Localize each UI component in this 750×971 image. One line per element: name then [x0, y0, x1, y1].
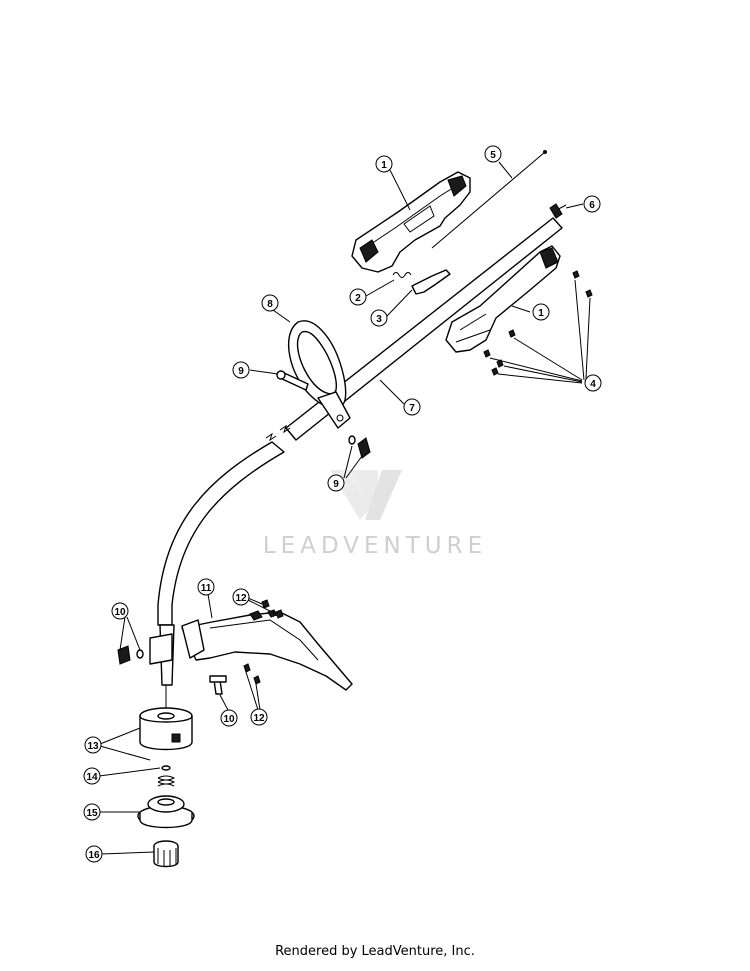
- callout-8[interactable]: 8: [261, 294, 279, 312]
- svg-text:8: 8: [267, 299, 273, 310]
- callout-7[interactable]: 7: [403, 398, 421, 416]
- watermark-text: LEADVENTURE: [263, 533, 487, 559]
- callout-1-lower[interactable]: 1: [532, 303, 550, 321]
- svg-text:13: 13: [87, 741, 99, 752]
- part-14-spring: [157, 765, 176, 787]
- callout-9-upper[interactable]: 9: [232, 361, 250, 379]
- callout-12-upper[interactable]: 12: [232, 588, 250, 606]
- part-13-spool-housing: [139, 707, 193, 751]
- callout-13[interactable]: 13: [84, 736, 102, 754]
- svg-text:12: 12: [235, 593, 247, 604]
- part-3-trigger: [411, 269, 451, 295]
- svg-text:15: 15: [86, 808, 98, 819]
- part-5-cable: [431, 150, 547, 249]
- part-7-shaft-straight: [285, 203, 567, 441]
- svg-text:16: 16: [88, 850, 100, 861]
- leader-lines: [98, 161, 591, 855]
- svg-text:11: 11: [201, 583, 212, 594]
- svg-text:6: 6: [589, 200, 595, 211]
- callout-4[interactable]: 4: [584, 374, 602, 392]
- part-9-wing-nut-washer: [348, 435, 371, 459]
- part-15-spool: [137, 795, 195, 829]
- part-12-screws: [243, 599, 284, 685]
- part-11-guard: [181, 609, 353, 691]
- callout-12-lower[interactable]: 12: [250, 708, 268, 726]
- callout-3[interactable]: 3: [370, 309, 388, 327]
- svg-text:10: 10: [114, 607, 126, 618]
- svg-text:3: 3: [376, 314, 382, 325]
- part-16-bump-knob: [153, 840, 179, 868]
- svg-text:5: 5: [490, 150, 496, 161]
- svg-text:2: 2: [355, 293, 361, 304]
- svg-text:14: 14: [86, 772, 98, 783]
- svg-text:10: 10: [223, 714, 235, 725]
- svg-text:12: 12: [253, 713, 265, 724]
- part-2-spring: [392, 272, 412, 278]
- svg-text:1: 1: [538, 308, 544, 319]
- callout-1-upper[interactable]: 1: [375, 155, 393, 173]
- shaft-break-lines: [265, 424, 291, 442]
- part-7-shaft-curved: [157, 441, 285, 712]
- callout-16[interactable]: 16: [85, 845, 103, 863]
- part-1-handle-housing-upper: [351, 171, 471, 273]
- part-1-handle-housing-lower: [445, 245, 561, 353]
- svg-text:7: 7: [409, 403, 415, 414]
- part-10-bolt: [209, 675, 227, 695]
- footer-credit: Rendered by LeadVenture, Inc.: [275, 944, 475, 959]
- part-9-bolt: [276, 370, 309, 391]
- callout-6[interactable]: 6: [583, 195, 601, 213]
- part-10-clamp: [117, 633, 173, 665]
- svg-text:4: 4: [590, 379, 596, 390]
- part-4-screws: [483, 270, 593, 376]
- svg-text:1: 1: [381, 160, 387, 171]
- callout-15[interactable]: 15: [83, 803, 101, 821]
- callout-2[interactable]: 2: [349, 288, 367, 306]
- svg-text:9: 9: [333, 479, 339, 490]
- callout-5[interactable]: 5: [484, 145, 502, 163]
- callout-11[interactable]: 11: [197, 578, 215, 596]
- svg-text:9: 9: [238, 366, 244, 377]
- callout-10-upper[interactable]: 10: [111, 602, 129, 620]
- callout-9-lower[interactable]: 9: [327, 474, 345, 492]
- callout-10-lower[interactable]: 10: [220, 709, 238, 727]
- callout-14[interactable]: 14: [83, 767, 101, 785]
